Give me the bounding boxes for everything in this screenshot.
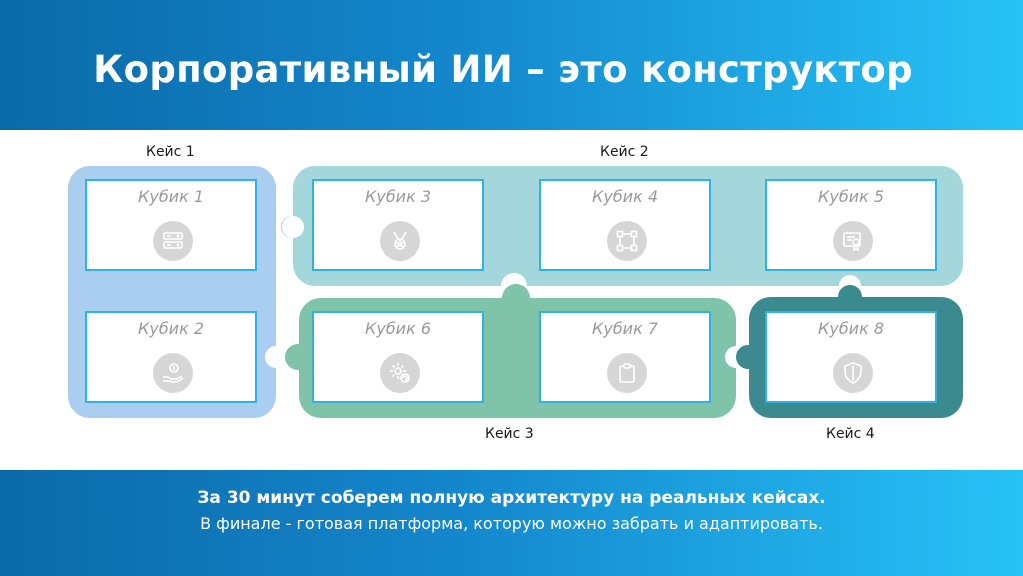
cube-4: Кубик 4 <box>539 179 711 271</box>
cube-7: Кубик 7 <box>539 311 711 403</box>
case-4-label: Кейс 4 <box>826 426 875 442</box>
cube-label: Кубик 1 <box>137 187 205 206</box>
cube-label: Кубик 6 <box>364 319 432 338</box>
page-title: Корпоративный ИИ – это конструктор <box>93 48 913 91</box>
nodes-square-icon <box>607 221 647 261</box>
shield-icon <box>833 353 873 393</box>
cube-label: Кубик 4 <box>591 187 659 206</box>
cube-1: Кубик 1 <box>85 179 257 271</box>
gear-refresh-icon <box>380 353 420 393</box>
cube-8: Кубик 8 <box>765 311 937 403</box>
cube-label: Кубик 5 <box>817 187 885 206</box>
case-2-notch <box>282 216 304 238</box>
cube-label: Кубик 2 <box>137 319 205 338</box>
server-icon <box>153 221 193 261</box>
case-3-connector-top <box>502 284 530 312</box>
cube-label: Кубик 3 <box>364 187 432 206</box>
case-3-label: Кейс 3 <box>485 426 534 442</box>
case-4-connector-left <box>736 345 760 369</box>
cube-label: Кубик 7 <box>591 319 659 338</box>
case-1-label: Кейс 1 <box>146 144 195 160</box>
case-2-label: Кейс 2 <box>600 144 649 160</box>
clipboard-icon <box>607 353 647 393</box>
case-1-notch <box>265 346 287 368</box>
footer-headline: За 30 минут соберем полную архитектуру н… <box>197 488 826 508</box>
case-3-connector-left <box>285 344 311 370</box>
cube-5: Кубик 5 <box>765 179 937 271</box>
cube-6: Кубик 6 <box>312 311 484 403</box>
cube-2: Кубик 2 <box>85 311 257 403</box>
footer-subline: В финале - готовая платформа, которую мо… <box>200 514 823 533</box>
header-band <box>0 0 1023 130</box>
cube-3: Кубик 3 <box>312 179 484 271</box>
award-medal-icon <box>380 221 420 261</box>
case-4-connector-top <box>838 285 862 309</box>
certificate-icon <box>833 221 873 261</box>
footer-band <box>0 470 1023 576</box>
hand-coin-icon <box>153 353 193 393</box>
cube-label: Кубик 8 <box>817 319 885 338</box>
